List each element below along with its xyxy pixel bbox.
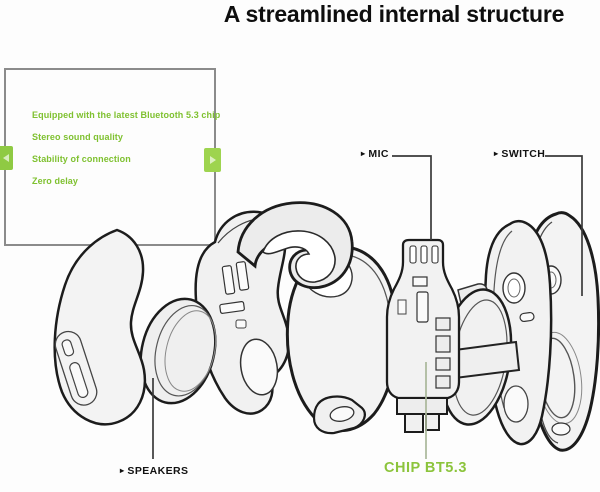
feature-item-zero-delay: Zero delay — [32, 176, 79, 186]
switch-callout: ▸ SWITCH — [494, 148, 545, 160]
feature-list: Equipped with the latest Bluetooth 5.3 c… — [6, 70, 221, 186]
mounting-band — [454, 340, 521, 380]
mic-label: MIC — [368, 148, 389, 160]
next-arrow-button[interactable] — [204, 148, 221, 172]
feature-item-stability: Stability of connection — [32, 154, 131, 164]
page-title: A streamlined internal structure — [223, 1, 565, 27]
speakers-label: SPEAKERS — [127, 465, 189, 477]
triangle-bullet-icon: ▸ — [120, 466, 125, 475]
speakers-callout: ▸ SPEAKERS — [120, 465, 188, 477]
feature-item-stereo-sound: Stereo sound quality — [32, 132, 124, 142]
ear-hook — [236, 201, 354, 289]
prev-arrow-button[interactable] — [0, 146, 13, 170]
feature-box: Equipped with the latest Bluetooth 5.3 c… — [4, 68, 221, 246]
outer-shell — [523, 211, 600, 452]
arrow-left-icon — [2, 154, 9, 162]
ear-tip — [53, 228, 147, 426]
chip-callout: CHIP BT5.3 — [384, 460, 467, 476]
arrow-right-icon — [209, 156, 216, 164]
triangle-bullet-icon: ▸ — [361, 149, 366, 158]
leader-lines — [152, 155, 583, 459]
feature-item-bluetooth-chip: Equipped with the latest Bluetooth 5.3 c… — [32, 110, 221, 120]
mic-callout: ▸ MIC — [361, 148, 389, 160]
triangle-bullet-icon: ▸ — [494, 149, 499, 158]
chip-module — [385, 238, 461, 433]
speaker-basket — [439, 283, 513, 426]
inner-shell — [483, 219, 553, 446]
main-housing — [285, 245, 399, 435]
switch-label: SWITCH — [501, 148, 546, 160]
speaker-driver — [139, 297, 217, 405]
